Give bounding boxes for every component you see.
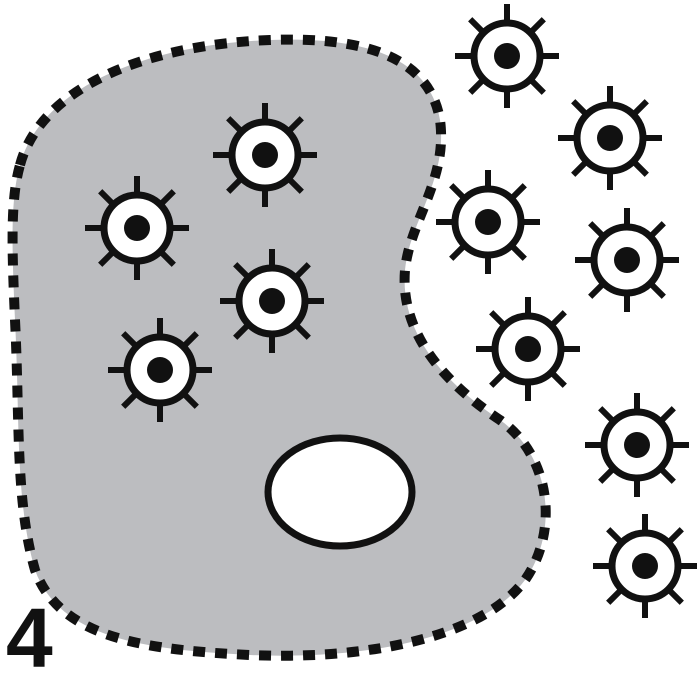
particle-core — [259, 288, 285, 314]
particle-core — [597, 125, 623, 151]
particle-inside-1-spiked-particle-icon — [213, 103, 317, 207]
particle-outside-6-spiked-particle-icon — [585, 393, 689, 497]
particle-inside-4-spiked-particle-icon — [108, 318, 212, 422]
particle-core — [147, 357, 173, 383]
panel-number-label: 4 — [6, 596, 53, 680]
particle-outside-5-spiked-particle-icon — [476, 297, 580, 401]
particle-core — [252, 142, 278, 168]
particle-outside-3-spiked-particle-icon — [436, 170, 540, 274]
particle-core — [475, 209, 501, 235]
particle-outside-1-spiked-particle-icon — [455, 4, 559, 108]
particle-outside-7-spiked-particle-icon — [593, 514, 697, 618]
particle-outside-2-spiked-particle-icon — [558, 86, 662, 190]
particle-core — [515, 336, 541, 362]
particle-inside-2-spiked-particle-icon — [85, 176, 189, 280]
particle-core — [614, 247, 640, 273]
particle-outside-4-spiked-particle-icon — [575, 208, 679, 312]
particle-core — [494, 43, 520, 69]
particle-core — [632, 553, 658, 579]
particle-core — [124, 215, 150, 241]
particle-inside-3-spiked-particle-icon — [220, 249, 324, 353]
vacuole — [268, 438, 412, 546]
particle-core — [624, 432, 650, 458]
